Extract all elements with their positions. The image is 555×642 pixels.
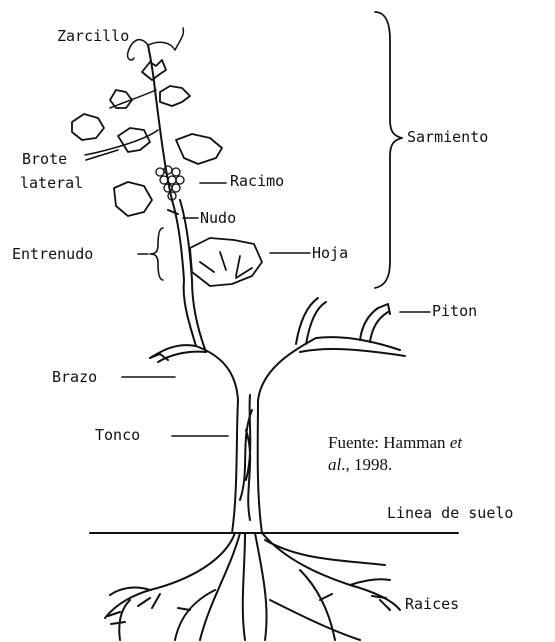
roots — [105, 533, 400, 640]
shoot-stem — [148, 45, 172, 200]
label-brazo: Brazo — [52, 368, 97, 386]
label-entrenudo: Entrenudo — [12, 245, 93, 263]
source-suffix: ., 1998. — [341, 455, 392, 474]
source-al: al — [328, 455, 341, 474]
entrenudo-bracket — [138, 228, 163, 280]
label-sarmiento: Sarmiento — [407, 128, 488, 146]
right-arm — [296, 298, 405, 356]
label-nudo: Nudo — [200, 209, 236, 227]
label-brote: Brote — [22, 150, 67, 168]
leader-lines — [86, 150, 430, 436]
left-arm — [150, 200, 206, 362]
label-racimo: Racimo — [230, 172, 284, 190]
label-piton: Piton — [432, 302, 477, 320]
source-prefix: Fuente: Hamman — [328, 433, 450, 452]
sarmiento-bracket — [375, 12, 402, 288]
label-hoja: Hoja — [312, 244, 348, 262]
label-linea-suelo: Linea de suelo — [387, 504, 513, 522]
source-citation: Fuente: Hamman et al., 1998. — [328, 432, 550, 476]
source-et: et — [450, 433, 462, 452]
label-raices: Raices — [405, 595, 459, 613]
label-zarcillo: Zarcillo — [57, 27, 129, 45]
label-lateral: lateral — [20, 174, 83, 192]
tendrils — [85, 28, 183, 155]
label-tronco: Tonco — [95, 426, 140, 444]
node — [168, 210, 178, 214]
